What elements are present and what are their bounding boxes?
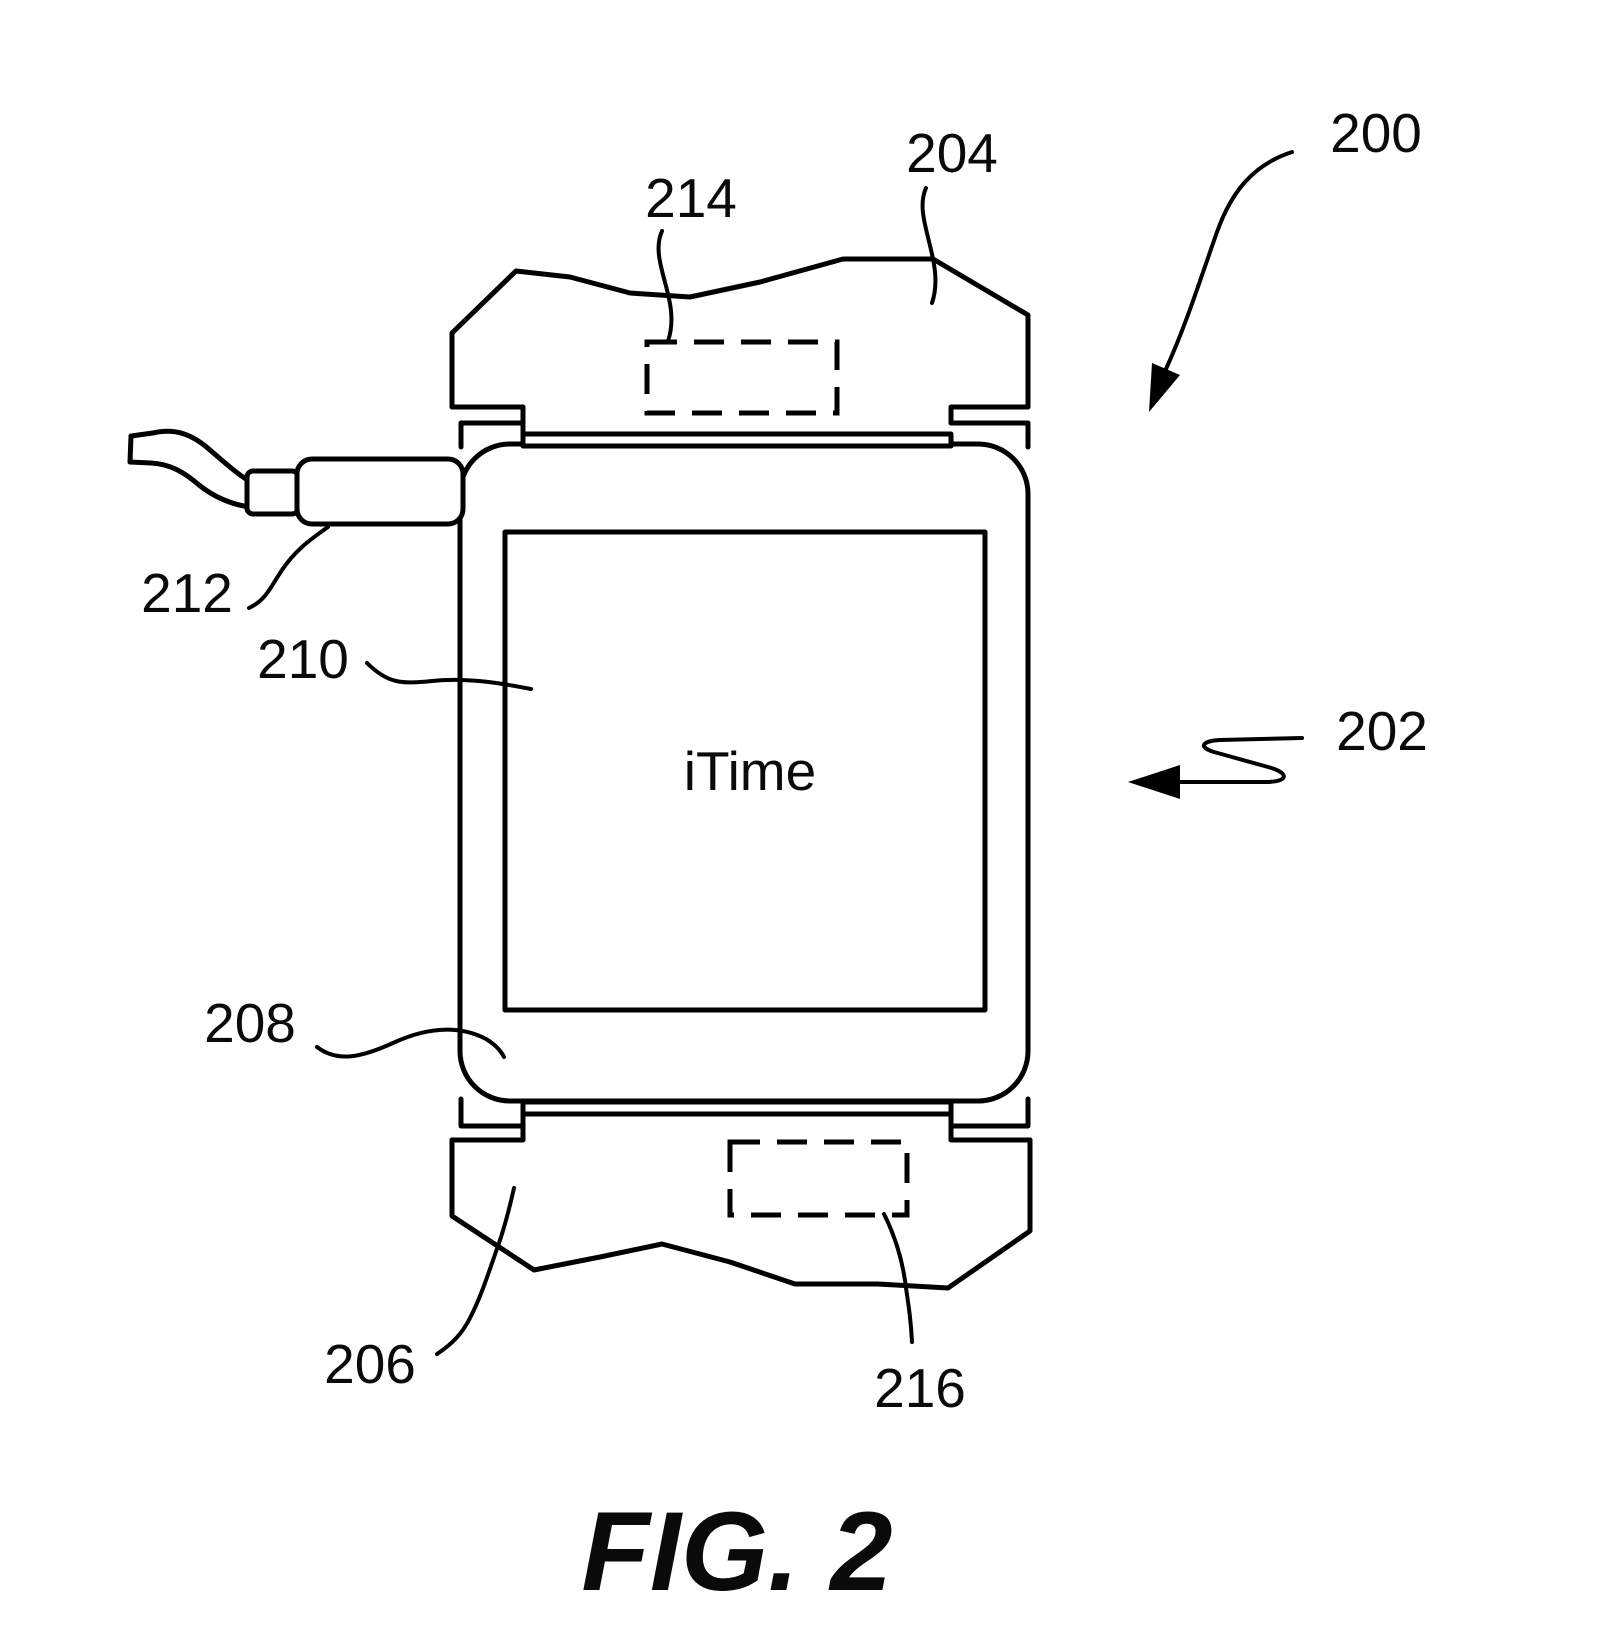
leader-212 <box>247 525 330 610</box>
arrow-200-head-icon <box>1149 363 1180 412</box>
top-left-lug <box>458 420 526 450</box>
connector-ferrule <box>244 468 301 517</box>
leader-206 <box>435 1186 516 1356</box>
ref-label-200: 200 <box>1330 102 1422 164</box>
ref-label-208: 208 <box>204 992 296 1054</box>
arrow-202-head-icon <box>1128 765 1180 799</box>
cable-end-cap <box>127 430 156 466</box>
bottom-strap-top-right-edge <box>948 1111 1033 1143</box>
cable-lower-edge <box>148 460 252 510</box>
device-screen-text: iTime <box>684 740 816 802</box>
arrow-200-pointer <box>1149 150 1294 412</box>
display-screen-outline <box>502 529 988 1013</box>
ref-label-206: 206 <box>324 1333 416 1395</box>
bottom-left-lug <box>458 1096 526 1129</box>
connector-plug-body <box>294 456 466 527</box>
top-attachment-bar <box>520 431 954 449</box>
arrow-202-shaft <box>1176 736 1304 784</box>
top-right-lug <box>948 420 1031 450</box>
leader-216 <box>882 1212 914 1344</box>
bottom-strap-module-dashed-box <box>727 1139 910 1218</box>
top-strap-bottom-right-edge <box>948 404 1031 426</box>
top-strap-module-dashed-box <box>644 339 840 416</box>
bottom-strap-top-left-edge <box>449 1111 526 1143</box>
ref-label-204: 204 <box>906 122 998 184</box>
ref-label-212: 212 <box>141 562 233 624</box>
leader-210 <box>365 661 533 691</box>
figure-caption: FIG. 2 <box>581 1489 892 1614</box>
bottom-right-lug <box>948 1096 1031 1129</box>
ref-label-202: 202 <box>1336 700 1428 762</box>
leader-208 <box>315 1027 506 1059</box>
bottom-strap-outline <box>449 1137 1033 1291</box>
arrow-200-shaft <box>1164 150 1294 371</box>
top-strap-outline <box>449 256 1031 410</box>
arrow-202-pointer <box>1128 736 1304 799</box>
ref-label-210: 210 <box>257 628 349 690</box>
leader-214 <box>656 229 674 343</box>
bottom-attachment-bar <box>520 1099 954 1117</box>
leader-204 <box>920 186 938 305</box>
cable-upper-edge <box>150 428 252 484</box>
ref-label-216: 216 <box>874 1357 966 1419</box>
ref-label-214: 214 <box>645 167 737 229</box>
